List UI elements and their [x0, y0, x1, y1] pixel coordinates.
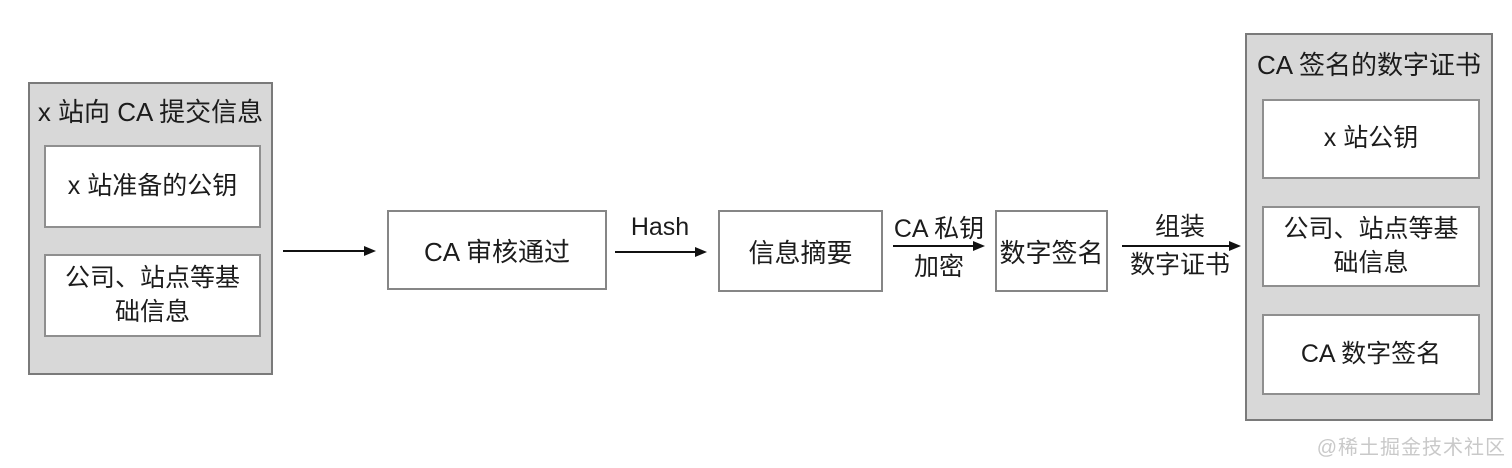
group-submit-info-title: x 站向 CA 提交信息: [37, 97, 264, 127]
watermark: @稀土掘金技术社区: [1316, 437, 1506, 459]
node-site-public-key: x 站公钥: [1262, 99, 1480, 179]
group-signed-certificate: CA 签名的数字证书 x 站公钥 公司、站点等基础信息 CA 数字签名: [1245, 33, 1493, 421]
arrow-label-digital-certificate: 数字证书: [1129, 251, 1230, 279]
arrow-label-assemble: 组装: [1154, 213, 1205, 241]
node-cert-company-site-info: 公司、站点等基础信息: [1262, 206, 1480, 287]
group-submit-info: x 站向 CA 提交信息 x 站准备的公钥 公司、站点等基础信息: [28, 82, 273, 375]
group-signed-certificate-title: CA 签名的数字证书: [1257, 50, 1481, 80]
node-ca-digital-signature: CA 数字签名: [1262, 314, 1480, 395]
node-prepared-public-key: x 站准备的公钥: [44, 145, 261, 228]
arrow-label-ca-private-key: CA 私钥: [893, 215, 985, 243]
node-ca-review: CA 审核通过: [387, 210, 607, 290]
arrow-label-hash: Hash: [630, 213, 690, 241]
node-message-digest: 信息摘要: [718, 210, 883, 292]
arrow-label-encrypt: 加密: [913, 253, 964, 281]
node-company-site-info: 公司、站点等基础信息: [44, 254, 261, 337]
node-digital-signature: 数字签名: [995, 210, 1108, 292]
